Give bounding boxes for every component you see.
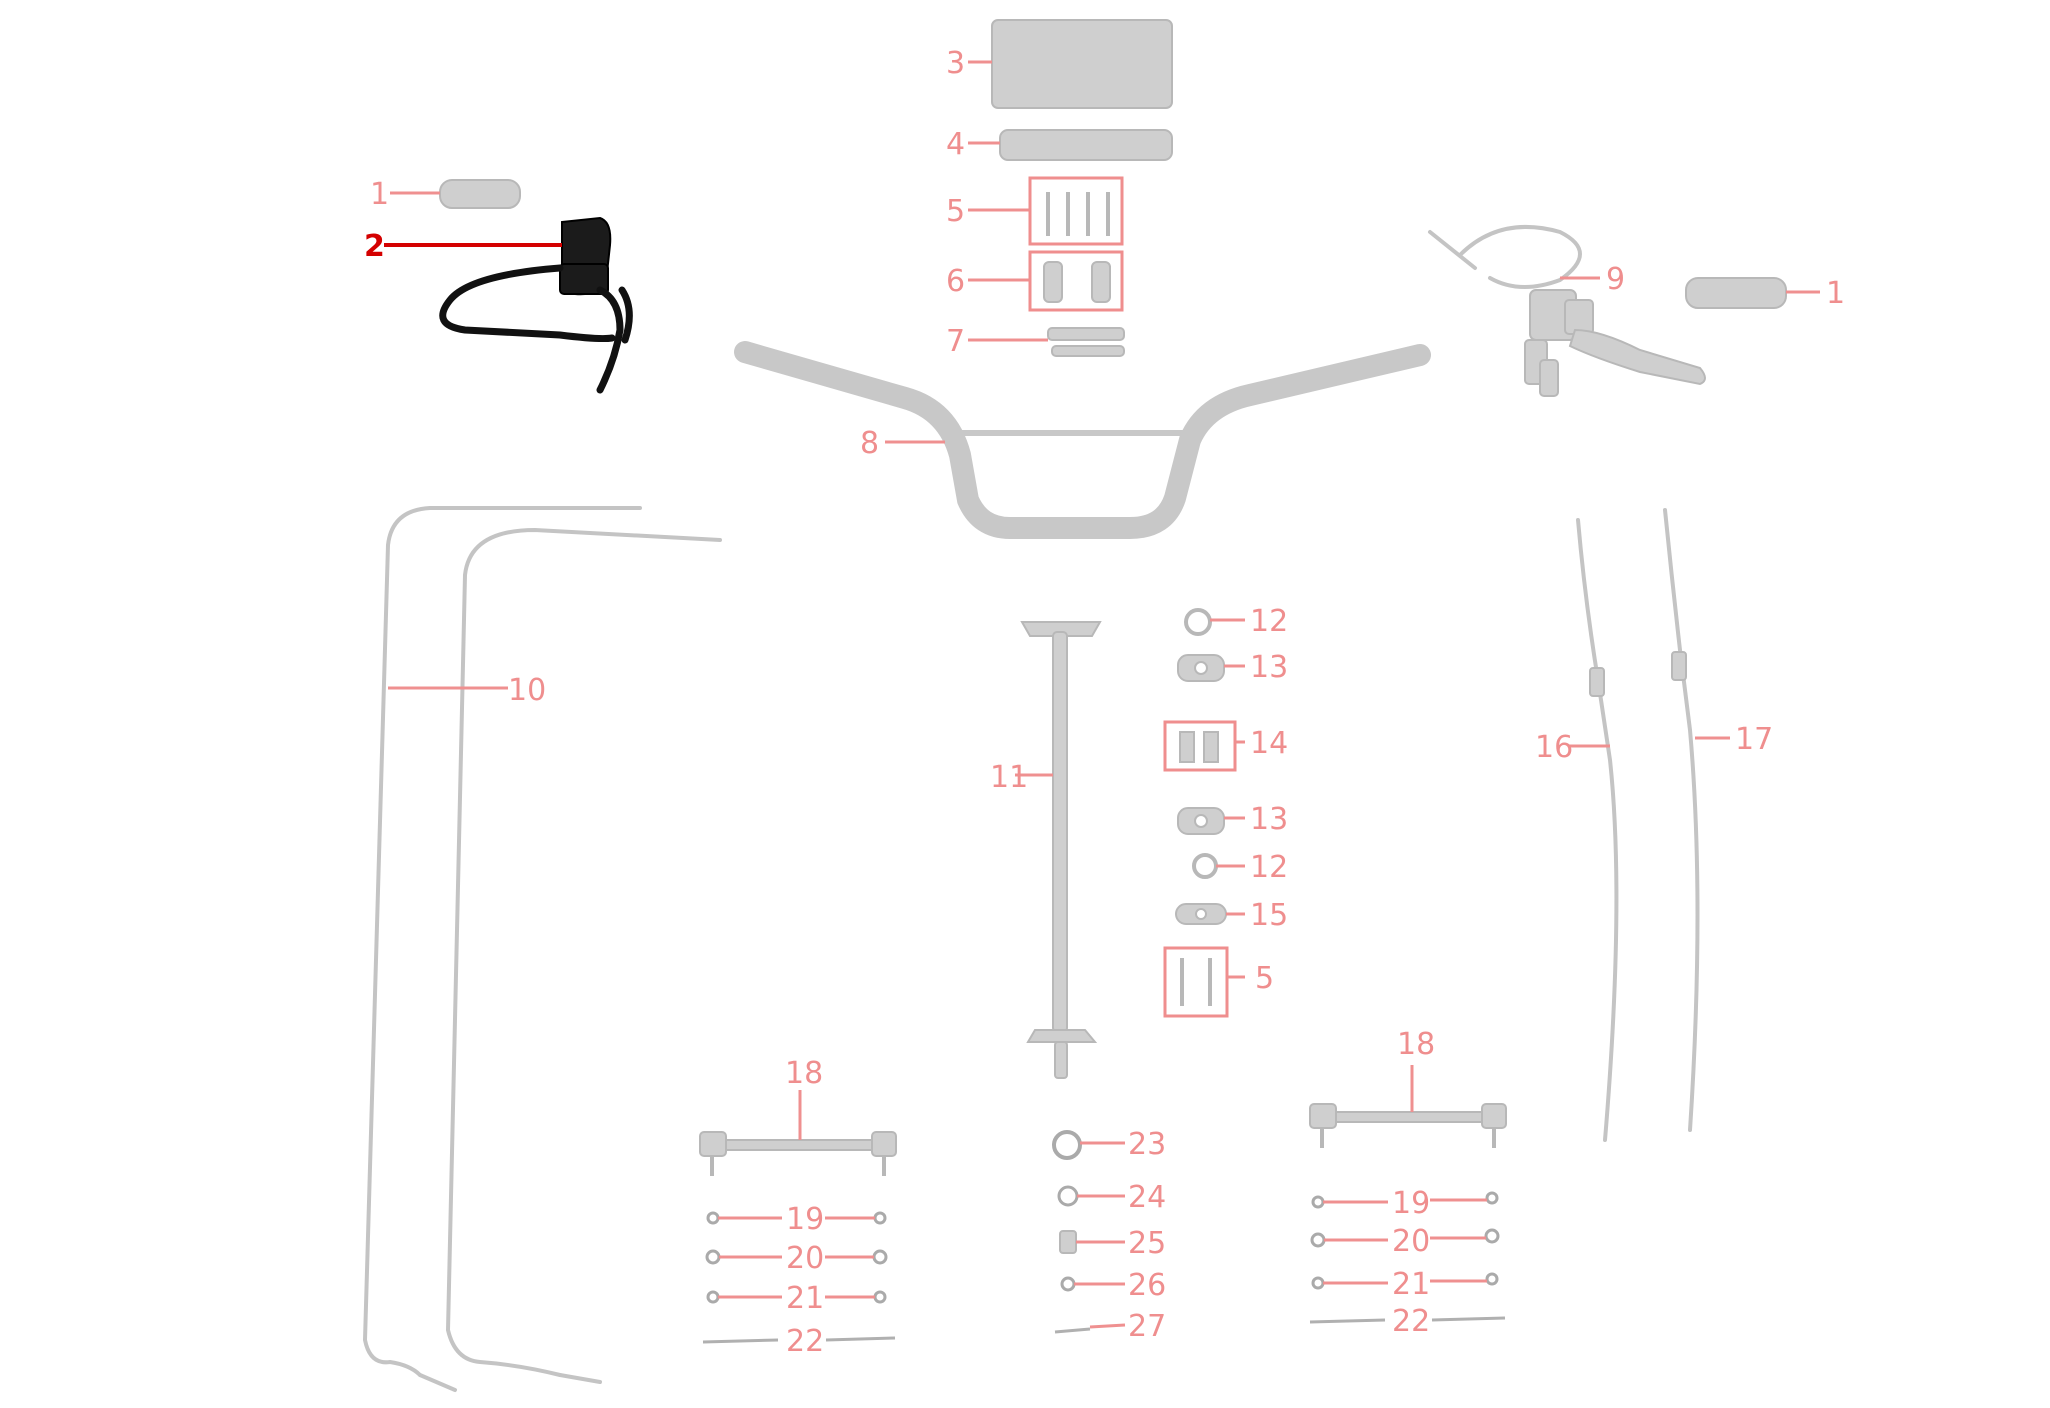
part-5-bolts [1046, 192, 1110, 236]
part-9-brake-lever-assembly [1428, 224, 1706, 397]
callout-26: 26 [1128, 1268, 1166, 1303]
part-7-clamp-bar [1047, 327, 1125, 357]
callout-21-left: 21 [786, 1281, 824, 1316]
callout-19-left: 19 [786, 1202, 824, 1237]
callout-13-bottom: 13 [1250, 802, 1288, 837]
callout-3: 3 [946, 46, 965, 81]
part-20-washer-left-b [872, 1249, 888, 1265]
part-12-ring-top [1184, 608, 1212, 636]
part-13-bushing-top [1177, 654, 1225, 682]
part-19-nut-left-a [706, 1211, 720, 1225]
part-22-pin-right-a [1309, 1318, 1386, 1324]
callout-12-bottom: 12 [1250, 850, 1288, 885]
part-24-ring [1057, 1185, 1079, 1207]
part-22-pin-right-b [1431, 1316, 1506, 1322]
callout-27: 27 [1128, 1309, 1166, 1344]
callout-15: 15 [1250, 898, 1288, 933]
callout-14: 14 [1250, 726, 1288, 761]
part-4-grip [999, 129, 1173, 161]
callout-22-right: 22 [1392, 1304, 1430, 1339]
part-22-pin-left-b [825, 1336, 896, 1342]
part-27-pin [1054, 1327, 1091, 1334]
part-16-cable [1576, 518, 1619, 1142]
part-20-washer-left-a [705, 1249, 721, 1265]
part-21-nut-left-b [873, 1290, 887, 1304]
part-13-bushing-bottom [1177, 807, 1225, 835]
callout-20-left: 20 [786, 1241, 824, 1276]
callout-5-lower: 5 [1255, 961, 1274, 996]
part-1-right-grip [1685, 277, 1787, 309]
part-14-box [1163, 720, 1237, 772]
part-10-cables [362, 506, 722, 1392]
callout-19-right: 19 [1392, 1186, 1430, 1221]
callout-1-left: 1 [370, 177, 389, 212]
callout-5-top: 5 [946, 194, 965, 229]
callout-7: 7 [946, 324, 965, 359]
callout-16: 16 [1535, 730, 1573, 765]
callout-11: 11 [990, 760, 1028, 795]
callout-13-top: 13 [1250, 650, 1288, 685]
callout-21-right: 21 [1392, 1267, 1430, 1302]
callout-18-left: 18 [785, 1056, 823, 1091]
part-17-cable [1663, 508, 1700, 1132]
callout-18-right: 18 [1397, 1027, 1435, 1062]
part-5-bolts-lower [1180, 958, 1212, 1006]
part-21-nut-right-b [1485, 1272, 1499, 1286]
part-11-steering-shaft [1020, 621, 1102, 1079]
part-2-switch-assembly [439, 216, 633, 394]
part-21-nut-right-a [1311, 1276, 1325, 1290]
callout-2-highlighted: 2 [364, 229, 385, 264]
part-8-handlebar [734, 341, 1431, 539]
part-26-nut [1060, 1276, 1076, 1292]
part-23-ring [1052, 1130, 1082, 1160]
part-5-bolts-lower-box [1163, 946, 1229, 1018]
part-20-washer-right-b [1484, 1228, 1500, 1244]
part-6-clamp-left [1043, 261, 1063, 303]
part-3-grip-cover [991, 19, 1173, 109]
part-14-spacers [1179, 731, 1219, 763]
callout-12-top: 12 [1250, 604, 1288, 639]
callout-17: 17 [1735, 722, 1773, 757]
callout-24: 24 [1128, 1180, 1166, 1215]
callout-25: 25 [1128, 1226, 1166, 1261]
part-1-left-grip [439, 179, 521, 209]
part-19-nut-right-b [1485, 1191, 1499, 1205]
callout-20-right: 20 [1392, 1224, 1430, 1259]
callout-10: 10 [508, 673, 546, 708]
part-25-sleeve [1059, 1230, 1077, 1254]
part-21-nut-left-a [706, 1290, 720, 1304]
part-18-tie-rod-left [699, 1131, 897, 1176]
part-15-plate [1175, 903, 1227, 925]
callout-1-right: 1 [1826, 276, 1845, 311]
callout-4: 4 [946, 127, 965, 162]
callout-9: 9 [1606, 262, 1625, 297]
callout-22-left: 22 [786, 1324, 824, 1359]
part-19-nut-right-a [1311, 1195, 1325, 1209]
callout-23: 23 [1128, 1127, 1166, 1162]
part-18-tie-rod-right [1309, 1103, 1507, 1148]
part-6-clamp-right [1091, 261, 1111, 303]
part-12-ring-bottom [1192, 853, 1218, 879]
callout-6: 6 [946, 264, 965, 299]
part-20-washer-right-a [1310, 1232, 1326, 1248]
callout-8: 8 [860, 426, 879, 461]
part-22-pin-left-a [702, 1338, 779, 1344]
part-19-nut-left-b [873, 1211, 887, 1225]
